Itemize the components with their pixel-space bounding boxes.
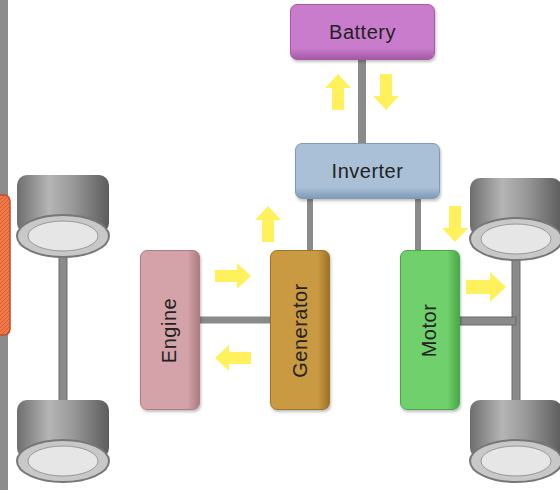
wheel [17, 400, 109, 482]
flow-arrow [325, 74, 351, 110]
power-link [200, 317, 270, 324]
flow-arrow [215, 345, 251, 371]
wheel [17, 175, 109, 257]
component-box: Battery [290, 4, 435, 60]
component-box: Motor [400, 250, 460, 410]
component-box: Inverter [295, 143, 440, 199]
wheel [470, 400, 560, 482]
component-label: Battery [329, 21, 396, 44]
component-label: Engine [159, 297, 182, 362]
component-box: Generator [270, 250, 330, 410]
power-link [358, 60, 366, 143]
component-label: Motor [419, 303, 442, 357]
motor-shaft [460, 317, 516, 325]
flow-arrow [442, 206, 468, 242]
component-label: Generator [289, 283, 312, 378]
flow-arrow [215, 263, 251, 289]
flow-arrow [466, 272, 506, 302]
flow-arrow [373, 74, 399, 110]
component-label: Inverter [332, 160, 404, 183]
component-box: Engine [140, 250, 200, 410]
side-tab [0, 195, 10, 335]
power-link [307, 199, 313, 250]
power-link [415, 199, 421, 250]
wheel [470, 178, 560, 260]
flow-arrow [255, 206, 281, 242]
